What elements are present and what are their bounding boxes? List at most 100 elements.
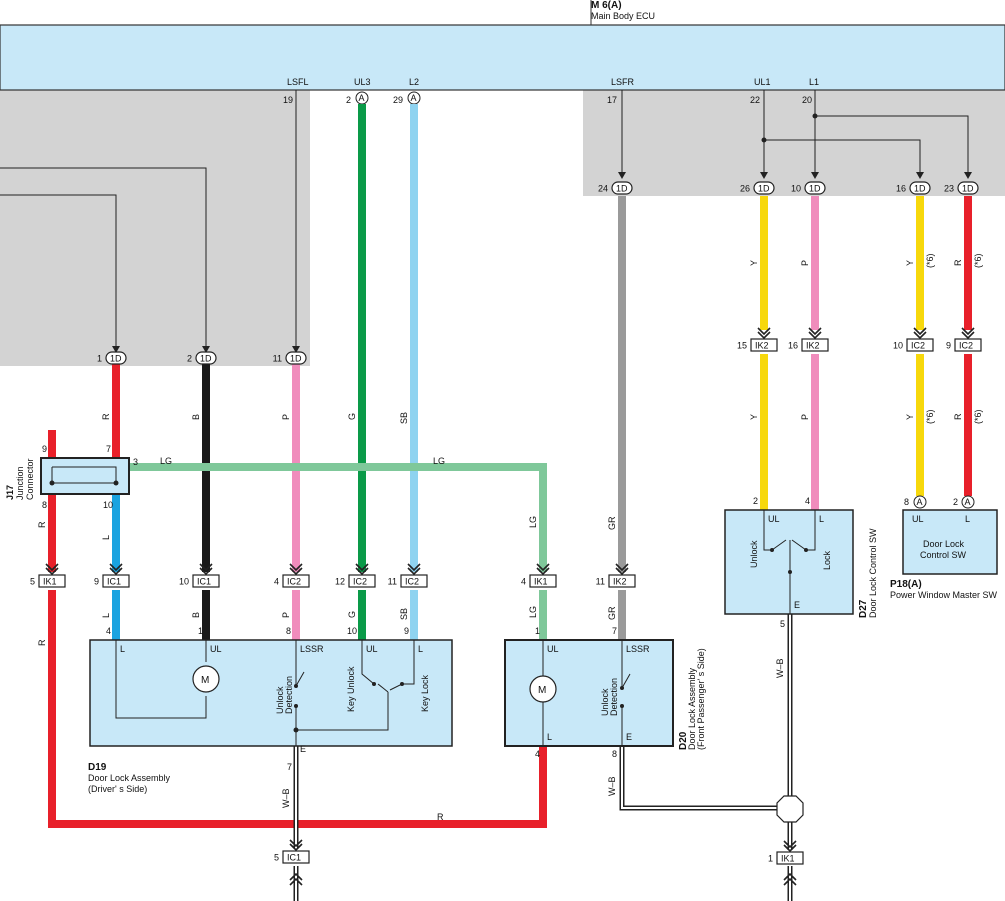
ecu-pin-lsfr-name: LSFR xyxy=(611,77,635,87)
d20-code: D20 xyxy=(678,731,689,750)
ecu-code: M 6(A) xyxy=(591,0,622,11)
d19-term-e: E xyxy=(300,744,306,754)
inline-connector-label: IC2 xyxy=(911,341,925,351)
connector-1d-label: 1D xyxy=(616,184,628,194)
inline-connector-label: IC2 xyxy=(405,577,419,587)
inline-connector-label: IK1 xyxy=(534,577,548,587)
inline-connector-label: IK1 xyxy=(43,577,57,587)
inline-connector-pin-number: 16 xyxy=(788,341,798,351)
inline-connector-label: IC1 xyxy=(107,577,121,587)
d19-key-unlock-label: Key Unlock xyxy=(346,666,356,712)
inline-connector-label: IC1 xyxy=(287,853,301,863)
wire-label-r-1: R xyxy=(101,413,111,420)
d27-term-l: L xyxy=(819,514,824,524)
inline-connector-pin-number: 1 xyxy=(768,854,773,864)
d20-pin-7: 7 xyxy=(612,626,617,636)
wire-label-g-2: G xyxy=(347,611,357,618)
d27-door-lock-control-sw xyxy=(724,509,854,615)
wire-note-6-3: (*6) xyxy=(973,253,983,268)
inline-connector-ik2-c: IK2 16 xyxy=(788,327,829,352)
d19-key-lock-label: Key Lock xyxy=(420,674,430,712)
d20-unlock-label: Unlock xyxy=(600,688,610,716)
ground-splice xyxy=(776,795,804,823)
wire-label-sb-1: SB xyxy=(399,412,409,424)
wire-label-y-4: Y xyxy=(905,414,915,420)
ecu-pin-ul3-conn: A xyxy=(359,93,365,103)
p18-name: Power Window Master SW xyxy=(890,590,998,600)
ecu-pin-ul3-name: UL3 xyxy=(354,77,371,87)
j17-pin-9: 9 xyxy=(42,444,47,454)
wire-label-r-6: R xyxy=(437,812,444,822)
ecu-name: Main Body ECU xyxy=(591,11,655,21)
wire-label-p-3: P xyxy=(800,260,810,266)
d27-pin-4: 4 xyxy=(805,496,810,506)
inline-connector-ik1-b: IK1 4 xyxy=(521,563,557,588)
ecu-pin-lsfl-name: LSFL xyxy=(287,77,309,87)
connector-1d-pin-number: 1 xyxy=(97,354,102,364)
ground-continuation-chevron xyxy=(289,872,303,886)
ecu-pin-l2-conn: A xyxy=(411,93,417,103)
p18-code: P18(A) xyxy=(890,579,922,590)
wire-label-gr-1: GR xyxy=(607,516,617,530)
connector-1d-pin-number: 11 xyxy=(273,354,282,364)
wire-label-p-2: P xyxy=(281,612,291,618)
connector-1d-pin-number: 16 xyxy=(896,184,906,194)
inline-connector-label: IK2 xyxy=(806,341,820,351)
j17-pin-3: 3 xyxy=(133,457,138,467)
j17-code: J17 xyxy=(5,485,15,500)
d19-term-l2: L xyxy=(418,644,423,654)
d27-code: D27 xyxy=(858,599,869,618)
d19-motor-symbol: M xyxy=(201,675,209,686)
ecu-pin-lsfl-num: 19 xyxy=(283,95,293,105)
d27-pin-5: 5 xyxy=(780,619,785,629)
inline-connector-pin-number: 15 xyxy=(737,341,747,351)
wire-label-r-3: R xyxy=(37,639,47,646)
inline-connector-ik1-a: IK1 5 xyxy=(30,563,66,588)
ecu-pin-ul3-num: 2 xyxy=(346,95,351,105)
d20-term-l: L xyxy=(547,732,552,742)
wire-label-lg-4: LG xyxy=(528,606,538,618)
inline-connector-pin-number: 4 xyxy=(521,577,526,587)
wire-label-gr-2: GR xyxy=(607,606,617,620)
wire-label-lg-2: LG xyxy=(433,456,445,466)
wire-label-lg-3: LG xyxy=(528,516,538,528)
inline-connector-label: IK2 xyxy=(613,577,627,587)
connector-1d-pin-number: 26 xyxy=(740,184,750,194)
connector-1d-label: 1D xyxy=(758,184,770,194)
wire-label-b-1: B xyxy=(191,414,201,420)
ecu-pin-ul1-num: 22 xyxy=(750,95,760,105)
wire-label-r-4: R xyxy=(953,259,963,266)
wire-label-r-5: R xyxy=(953,413,963,420)
ecu-pin-ul1-name: UL1 xyxy=(754,77,771,87)
d27-lock-label: Lock xyxy=(822,550,832,570)
d19-code: D19 xyxy=(88,762,107,773)
d19-pin-9: 9 xyxy=(404,626,409,636)
connector-1d-c26: 1D 26 xyxy=(740,181,775,195)
ecu-pin-l1-name: L1 xyxy=(809,77,819,87)
inline-connector-pin-number: 5 xyxy=(30,577,35,587)
ecu-pin-lsfr-num: 17 xyxy=(607,95,617,105)
d20-pin-8: 8 xyxy=(612,749,617,759)
connector-1d-pin-number: 23 xyxy=(944,184,954,194)
j17-pin-10: 10 xyxy=(103,500,113,510)
inline-connector-pin-number: 9 xyxy=(946,341,951,351)
wire-label-y-3: Y xyxy=(905,260,915,266)
ground-continuation-chevron xyxy=(783,872,797,886)
p18-box-line-1: Door Lock xyxy=(923,539,965,549)
d19-name-2: (Driver' s Side) xyxy=(88,784,147,794)
inline-connector-label: IC2 xyxy=(287,577,301,587)
d19-name-1: Door Lock Assembly xyxy=(88,773,171,783)
d20-name-1: Door Lock Assembly xyxy=(687,667,697,750)
connector-1d-label: 1D xyxy=(290,354,302,364)
